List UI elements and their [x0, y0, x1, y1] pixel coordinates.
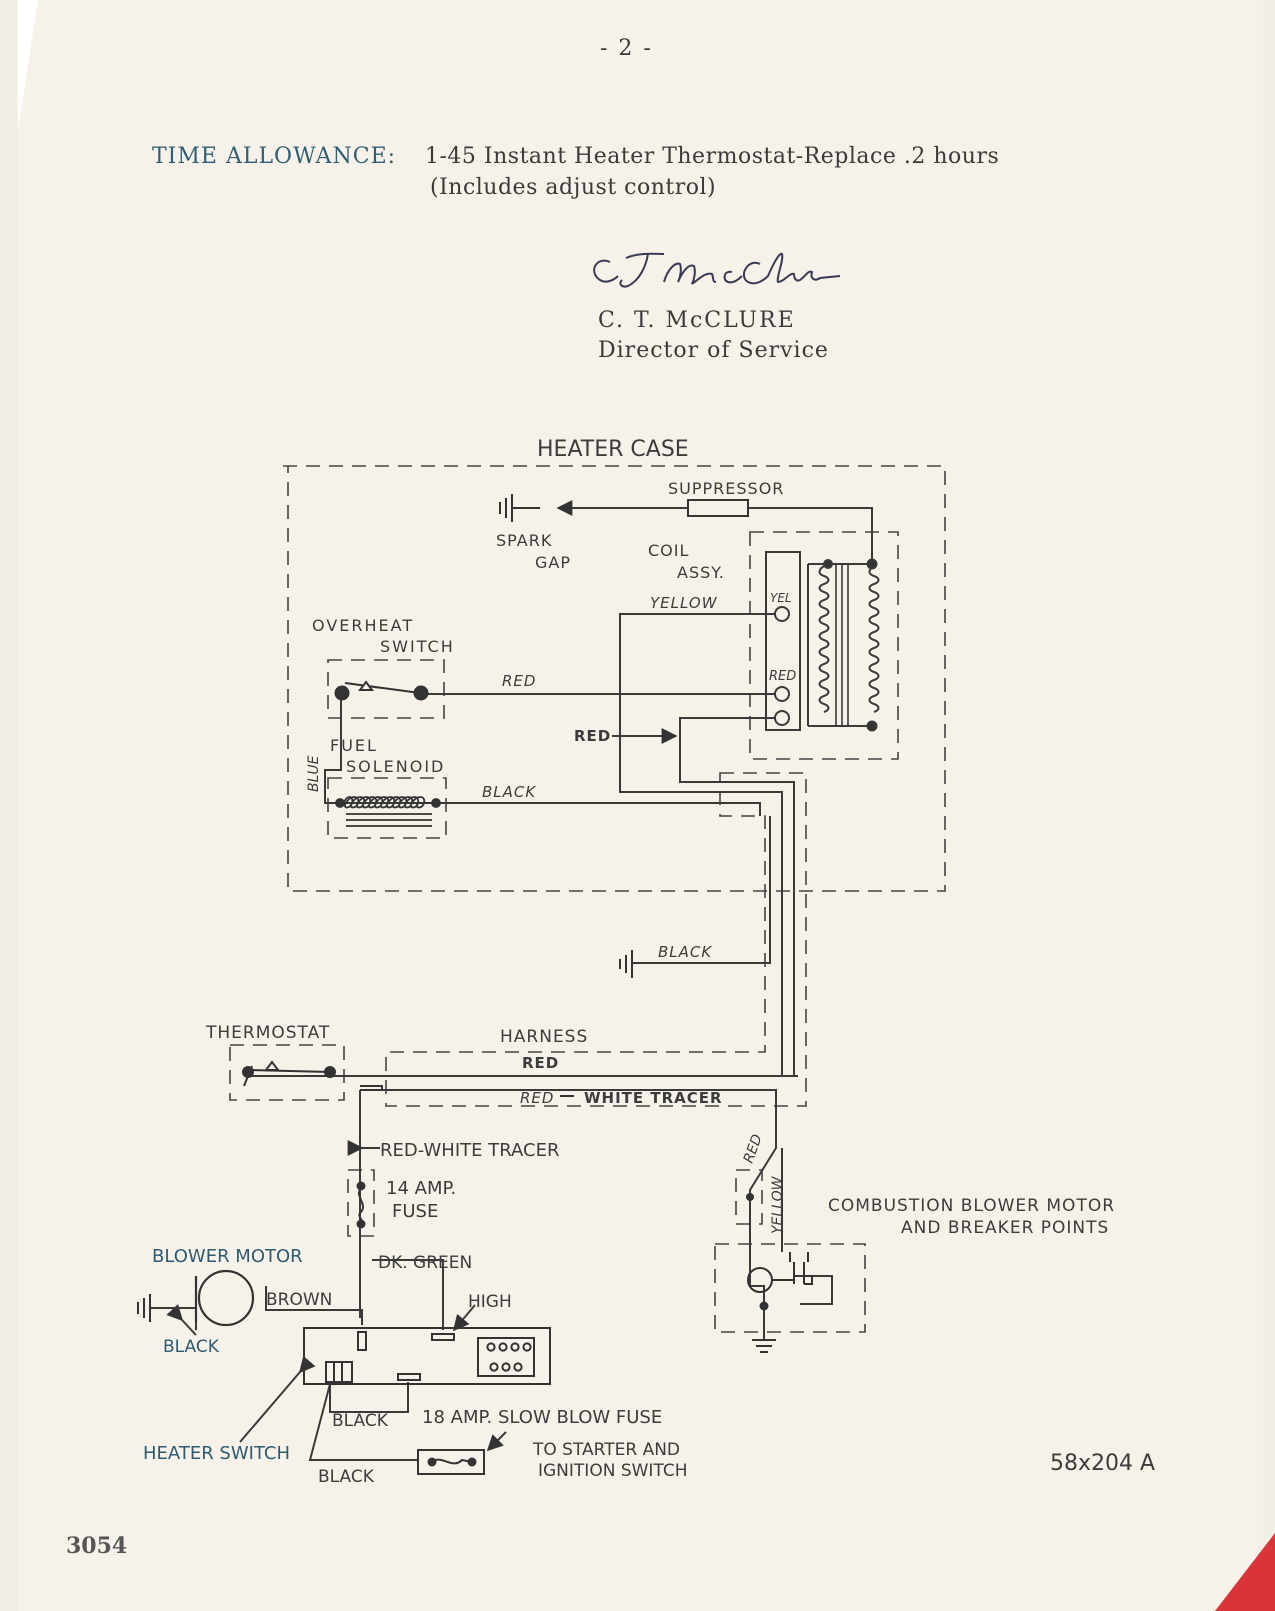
- black-motor-arrow: [166, 1304, 197, 1336]
- black-bottom-label: BLACK: [318, 1467, 375, 1487]
- black-ground-label: BLACK: [658, 943, 712, 961]
- red-white-tracer-wire: [360, 1089, 777, 1286]
- red-corner-mark: [1215, 1533, 1275, 1611]
- red-terminal-label: RED: [769, 669, 796, 684]
- combustion-fuse-icon: [746, 1193, 754, 1201]
- fuse-14-label-2: FUSE: [392, 1201, 438, 1222]
- brown-wire-label: BROWN: [266, 1290, 332, 1310]
- red-mid-label: RED: [574, 727, 611, 745]
- blue-wire-label: BLUE: [306, 755, 322, 792]
- starter-label-2: IGNITION SWITCH: [538, 1461, 687, 1481]
- fuse-14-label-1: 14 AMP.: [386, 1178, 456, 1199]
- heater-switch-label: HEATER SWITCH: [143, 1443, 290, 1464]
- signature-scribble: [593, 252, 841, 288]
- blower-motor-icon: [194, 1269, 255, 1327]
- switch-label: SWITCH: [380, 637, 455, 656]
- heater-case-title: HEATER CASE: [537, 437, 689, 462]
- black-switch-label: BLACK: [332, 1411, 389, 1431]
- black-motor-label: BLACK: [163, 1337, 220, 1357]
- coil-label: COIL: [648, 541, 689, 560]
- suppressor-resistor: [687, 499, 749, 517]
- spark-label: SPARK: [496, 531, 552, 550]
- time-allowance-label: TIME ALLOWANCE:: [152, 144, 397, 169]
- gap-label: GAP: [535, 553, 571, 572]
- combustion-blower-icon: [747, 1252, 813, 1311]
- black-solenoid-wire: [324, 694, 761, 816]
- blower-motor-label: BLOWER MOTOR: [152, 1246, 303, 1267]
- overheat-label: OVERHEAT: [312, 616, 414, 635]
- fuel-solenoid-outline: [327, 777, 447, 839]
- switch-black-wire: [329, 1382, 409, 1413]
- harness-outline: [385, 772, 807, 1107]
- slow-blow-arrow: [486, 1431, 507, 1452]
- page-sheet: [18, 0, 1257, 1611]
- combustion-label-1: COMBUSTION BLOWER MOTOR: [828, 1196, 1115, 1216]
- dk-green-label: DK. GREEN: [378, 1253, 472, 1273]
- slow-blow-fuse-icon: [417, 1449, 485, 1475]
- overheat-switch-icon: [334, 680, 429, 701]
- page-number: - 2 -: [600, 36, 653, 61]
- red-diag-label: RED: [741, 1132, 766, 1165]
- heater-switch-block: [303, 1327, 551, 1385]
- red-white-red-label: RED: [520, 1089, 554, 1107]
- yel-terminal-label: YEL: [770, 591, 792, 605]
- overheat-switch-outline: [327, 659, 445, 719]
- black-solenoid-label: BLACK: [482, 783, 536, 801]
- red-overheat-label: RED: [502, 672, 536, 690]
- yellow-wire-label: YELLOW: [650, 594, 718, 612]
- harness-red-label: RED: [522, 1054, 559, 1072]
- blower-ground-icon: [137, 1294, 151, 1322]
- solenoid-label: SOLENOID: [346, 757, 445, 776]
- black-ground-wire: [632, 816, 771, 964]
- heater-case-outline: [283, 465, 946, 892]
- time-allowance-note: (Includes adjust control): [430, 175, 717, 200]
- brown-wire: [265, 1286, 363, 1325]
- thermostat-icon: [242, 1060, 383, 1091]
- slow-blow-label: 18 AMP. SLOW BLOW FUSE: [422, 1407, 662, 1428]
- black-ground-icon: [619, 950, 633, 978]
- thermostat-outline: [229, 1044, 345, 1101]
- red-white-tracer-label: RED-WHITE TRACER: [380, 1140, 559, 1161]
- fuse-14a-outline: [347, 1169, 375, 1237]
- blower-ground-wire: [150, 1282, 197, 1330]
- coil-assembly: [765, 551, 880, 732]
- yellow-wire: [619, 613, 783, 1076]
- combustion-fuse-outline: [735, 1169, 763, 1225]
- fuse-14a-icon: [356, 1181, 366, 1229]
- points-ground-icon: [752, 1339, 776, 1353]
- time-allowance-text: 1-45 Instant Heater Thermostat-Replace .…: [425, 144, 1000, 169]
- combustion-label-2: AND BREAKER POINTS: [901, 1218, 1109, 1238]
- coil-assy-outline: [749, 531, 899, 760]
- suppressor-wire: [712, 507, 873, 564]
- fuel-solenoid-icon: [335, 796, 441, 827]
- folded-corner: [18, 0, 38, 130]
- fuel-label: FUEL: [330, 736, 378, 755]
- red-coil-wire: [679, 717, 795, 1076]
- signatory-name: C. T. McCLURE: [598, 308, 796, 333]
- bottom-black-wire: [308, 1383, 418, 1461]
- high-label: HIGH: [468, 1292, 512, 1312]
- dk-green-wire: [372, 1259, 444, 1330]
- spark-gap-ground-icon: [499, 494, 540, 522]
- red-white-tracer-label-2: WHITE TRACER: [584, 1089, 723, 1107]
- form-number: 3054: [66, 1533, 128, 1559]
- signatory-title: Director of Service: [598, 338, 829, 363]
- drawing-number: 58x204 A: [1050, 1451, 1155, 1476]
- harness-label: HARNESS: [500, 1027, 588, 1047]
- high-arrow: [452, 1304, 476, 1332]
- starter-label-1: TO STARTER AND: [532, 1440, 680, 1460]
- thermostat-label: THERMOSTAT: [205, 1023, 330, 1043]
- combustion-blower-outline: [714, 1243, 866, 1333]
- heater-switch-arrow: [239, 1355, 316, 1443]
- points-ground-wire: [750, 1285, 765, 1340]
- assy-label: ASSY.: [677, 563, 725, 582]
- yellow-vert-label: YELLOW: [770, 1175, 786, 1234]
- suppressor-label: SUPPRESSOR: [668, 479, 784, 498]
